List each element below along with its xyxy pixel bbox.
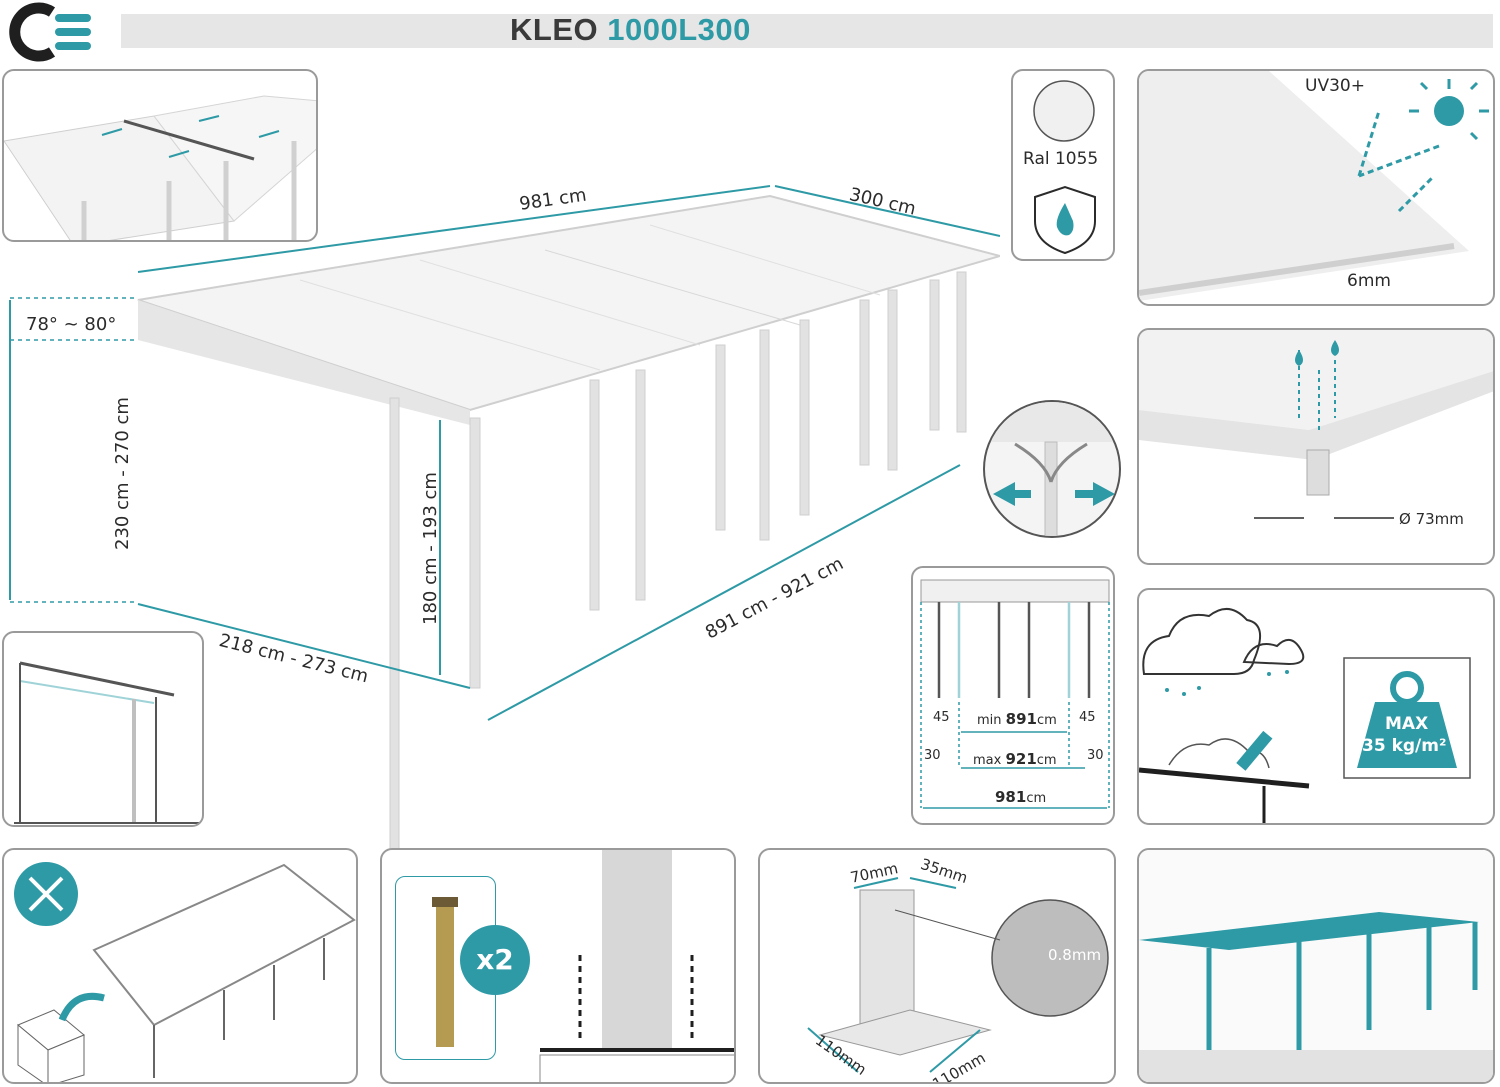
roof-joint-illustration xyxy=(4,95,316,240)
panel-side-profile xyxy=(2,631,204,827)
panel-roof-joint xyxy=(2,69,318,242)
panel-uv: UV30+ 6mm xyxy=(1137,69,1495,306)
panel-assembly xyxy=(2,848,358,1084)
dim-angle: 78° ~ 80° xyxy=(26,314,117,335)
plan-side-left: 30 xyxy=(924,748,941,763)
plan-max-value: 921 xyxy=(1005,750,1037,768)
plan-end-right: 45 xyxy=(1079,710,1096,725)
cloud-icon xyxy=(1142,608,1305,675)
uv-label: UV30+ xyxy=(1305,76,1365,96)
color-swatch xyxy=(1033,80,1095,142)
ral-label: Ral 1055 xyxy=(1023,149,1099,169)
box-icon xyxy=(17,1009,85,1082)
weight-icon xyxy=(1357,671,1457,768)
carport-illustration xyxy=(9,185,1000,869)
header-bar xyxy=(121,14,1493,48)
panel-post-profile: 70mm 35mm 0.8mm 110mm 110mm xyxy=(758,848,1116,1084)
plan-side-right: 30 xyxy=(1087,748,1104,763)
product-model: 1000L300 xyxy=(607,12,751,47)
tools-icon xyxy=(14,862,78,926)
fitting-detail xyxy=(983,400,1121,538)
qty-badge: x2 xyxy=(460,925,530,995)
anchor-bolt-icon xyxy=(432,897,458,1047)
qty-label: x2 xyxy=(476,943,514,976)
dim-total-height: 230 cm - 270 cm xyxy=(112,397,133,550)
dim-front-height: 180 cm - 193 cm xyxy=(420,472,441,625)
plan-min-unit: cm xyxy=(1036,713,1057,728)
plan-end-left: 45 xyxy=(933,710,950,725)
logo xyxy=(0,0,100,64)
plan-max-label: max 921cm xyxy=(973,750,1057,768)
arrow-right-icon xyxy=(1075,482,1115,506)
plan-total-label: 981cm xyxy=(995,788,1046,806)
panel-snow-load: MAX 35 kg/m² xyxy=(1137,588,1495,825)
arrow-left-icon xyxy=(993,482,1031,506)
panel-post-spacing: 45 min 891cm 45 30 max 921cm 30 981cm xyxy=(911,566,1115,825)
panel-anchors: x2 xyxy=(380,848,736,1084)
logo-mark-icon xyxy=(9,2,91,62)
plan-min-value: 891 xyxy=(1005,710,1037,728)
panel-drainage: Ø 73mm xyxy=(1137,328,1495,565)
plan-total-value: 981 xyxy=(995,788,1027,806)
sun-icon xyxy=(1409,79,1489,141)
load-line1: MAX xyxy=(1385,714,1429,734)
drain-diameter: Ø 73mm xyxy=(1399,510,1464,528)
plan-max-word: max xyxy=(973,753,1002,768)
drop-shield-icon xyxy=(1034,185,1096,255)
panel-usage-scene xyxy=(1137,848,1495,1084)
plan-total-unit: cm xyxy=(1026,791,1047,806)
plan-max-unit: cm xyxy=(1036,753,1057,768)
plan-min-word: min xyxy=(977,713,1002,728)
product-name: KLEO xyxy=(510,12,599,47)
page-title: KLEO 1000L300 xyxy=(510,12,751,48)
post-wall-label: 0.8mm xyxy=(1048,946,1102,964)
thickness-label: 6mm xyxy=(1347,271,1391,291)
load-line2: 35 kg/m² xyxy=(1362,736,1447,756)
panel-ral-color: Ral 1055 xyxy=(1011,69,1115,261)
plan-min-label: min 891cm xyxy=(977,710,1057,728)
